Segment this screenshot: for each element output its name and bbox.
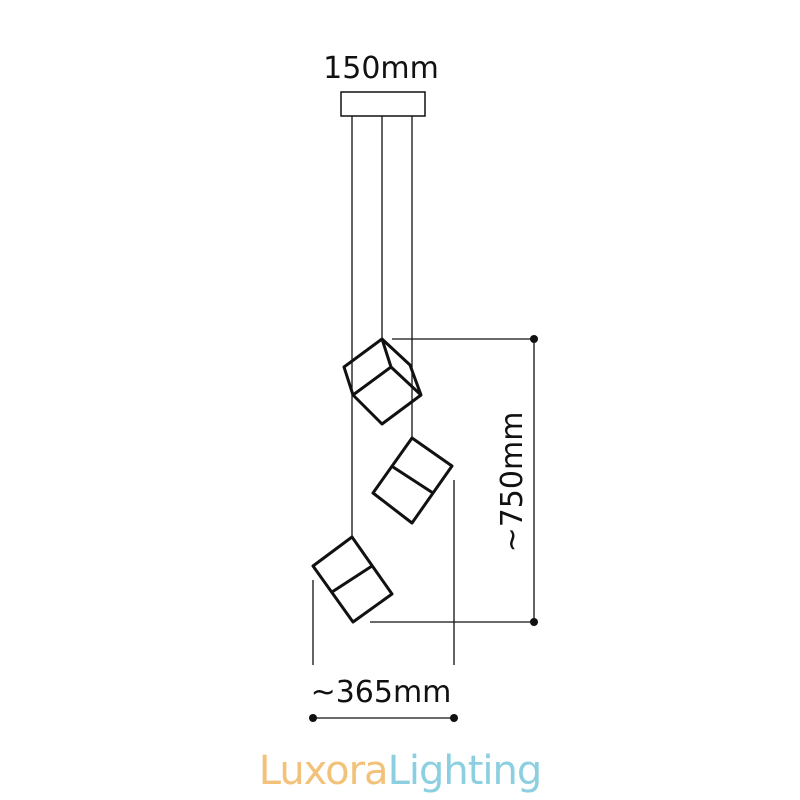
width-dimension-line — [312, 480, 455, 719]
cube-shade-middle — [371, 436, 454, 525]
height-dimension-line — [370, 338, 535, 623]
dimension-dot — [530, 335, 538, 343]
total-width-label: ~365mm — [311, 675, 452, 710]
canopy — [340, 91, 426, 117]
dimension-dot — [450, 714, 458, 722]
canopy-width-label: 150mm — [323, 51, 439, 86]
drop-height-label: ~750mm — [495, 412, 530, 553]
logo-part-luxora: Luxora — [258, 748, 389, 794]
dimension-dot — [309, 714, 317, 722]
cube-shade-top — [342, 337, 423, 426]
cube-shade-bottom — [311, 535, 394, 624]
brand-logo: LuxoraLighting — [0, 748, 800, 794]
logo-part-lighting: Lighting — [387, 748, 543, 794]
dimension-dot — [530, 618, 538, 626]
